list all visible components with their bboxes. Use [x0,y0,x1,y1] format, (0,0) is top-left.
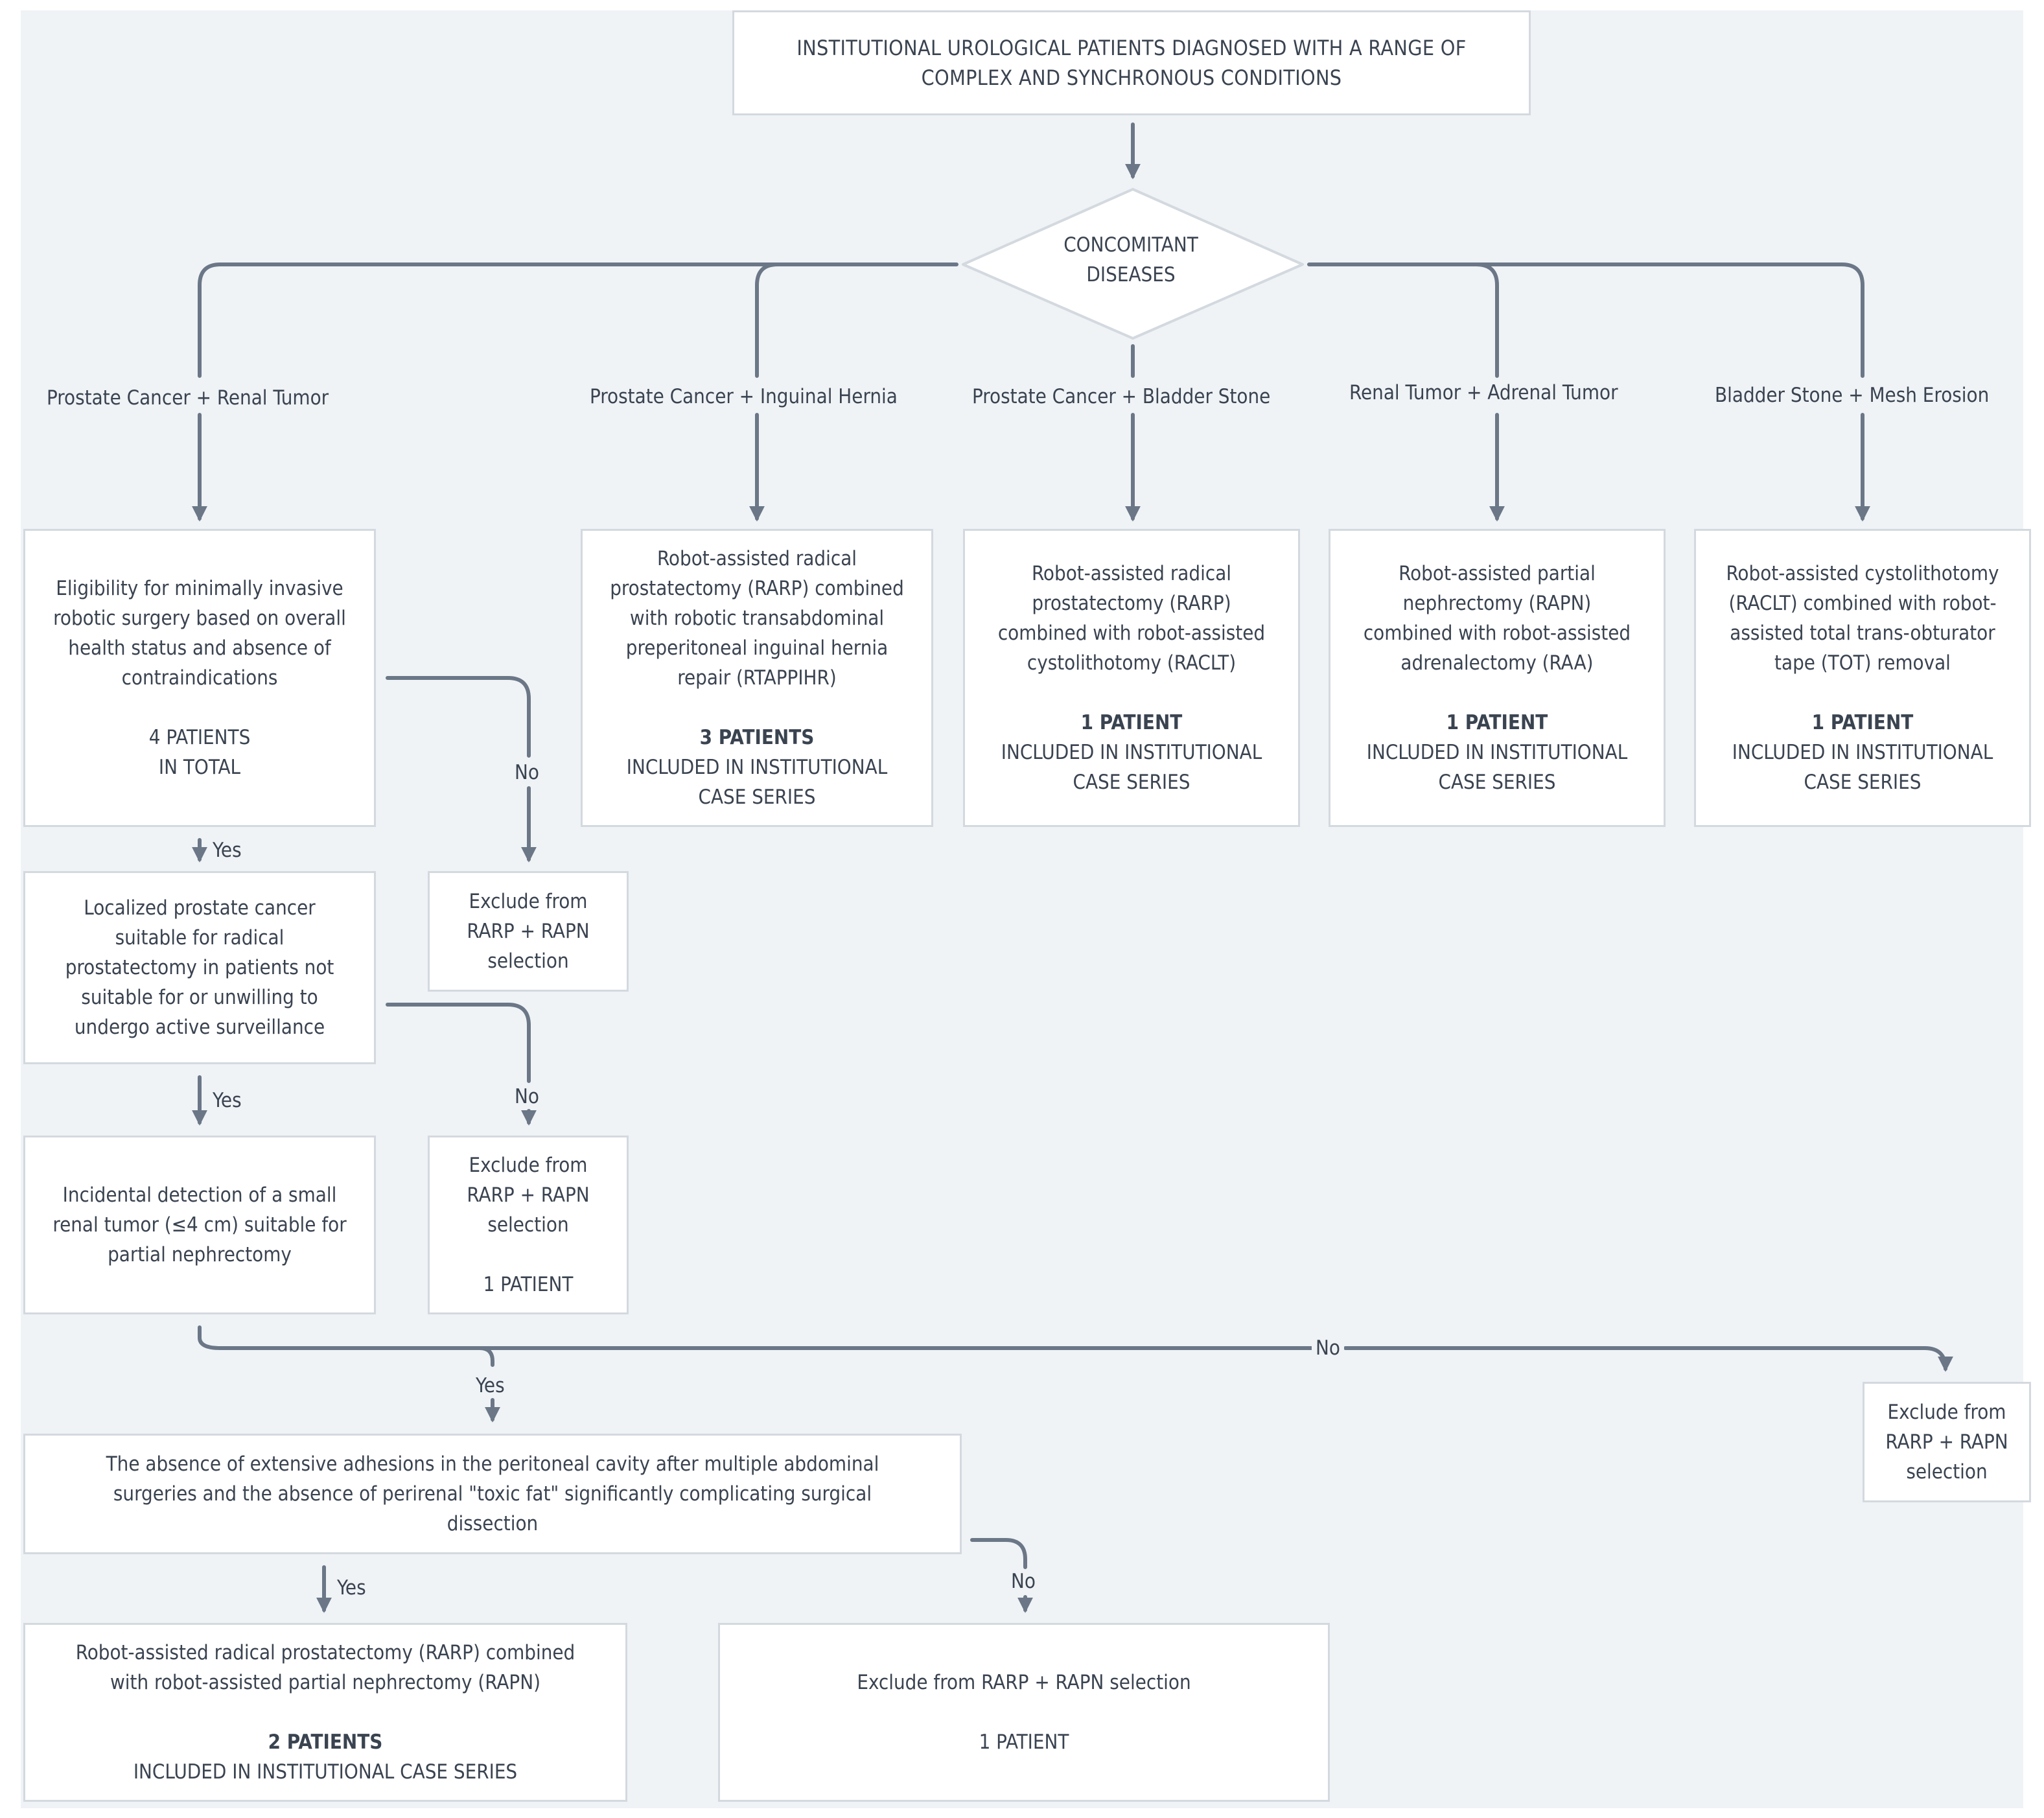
branch-label-bladder-mesh: Bladder Stone + Mesh Erosion [1711,382,1993,408]
title-box: INSTITUTIONAL UROLOGICAL PATIENTS DIAGNO… [732,10,1531,115]
exclude-text: Exclude from RARP + RAPN selection [467,890,590,973]
branch-label-prostate-renal: Prostate Cancer + Renal Tumor [43,385,333,411]
connector-branch-renal [198,262,958,378]
connector-branch-hernia [755,262,780,378]
edge-label-yes: Yes [337,1576,366,1600]
criteria-text: The absence of extensive adhesions in th… [106,1452,879,1535]
criteria-text: Incidental detection of a small renal tu… [52,1183,347,1266]
title-text: INSTITUTIONAL UROLOGICAL PATIENTS DIAGNO… [796,36,1467,90]
connector-criteria-4-no [970,1538,1027,1569]
inclusion-status: INCLUDED IN INSTITUTIONAL CASE SERIES [1732,741,1993,794]
procedure-text: Robot-assisted radical prostatectomy (RA… [610,547,904,690]
branch-label-renal-adrenal: Renal Tumor + Adrenal Tumor [1345,380,1622,406]
patient-count: 2 PATIENTS [268,1731,383,1754]
criteria-text: Eligibility for minimally invasive robot… [53,577,346,690]
exclude-text: Exclude from RARP + RAPN selection [1885,1401,2008,1484]
final-procedure-text: Robot-assisted radical prostatectomy (RA… [75,1641,575,1694]
procedure-text: Robot-assisted radical prostatectomy (RA… [997,562,1266,675]
edge-label-yes: Yes [476,1374,505,1397]
exclude-text: Exclude from RARP + RAPN selection [857,1671,1191,1694]
inclusion-status: INCLUDED IN INSTITUTIONAL CASE SERIES [1001,741,1262,794]
connector-criteria-3-yes [478,1346,494,1367]
patient-total: 4 PATIENTS IN TOTAL [148,726,251,779]
branch-label-prostate-hernia: Prostate Cancer + Inguinal Hernia [586,384,901,410]
exclude-box-1: Exclude from RARP + RAPN selection [428,871,629,992]
procedure-text: Robot-assisted cystolithotomy (RACLT) co… [1726,562,1999,675]
edge-label-no: No [1312,1335,1344,1361]
connector-criteria-2-no [386,1003,531,1083]
patient-count: 1 PATIENT [483,1273,574,1296]
decision-diamond [962,188,1304,340]
exclude-box-3: Exclude from RARP + RAPN selection [1863,1382,2031,1502]
edge-label-yes: Yes [213,839,242,862]
inclusion-status: INCLUDED IN INSTITUTIONAL CASE SERIES [1366,741,1628,794]
edge-label-yes: Yes [213,1089,242,1112]
connector-criteria-3-no [1343,1346,1953,1372]
exclude-box-4: Exclude from RARP + RAPN selection 1 PAT… [718,1623,1330,1802]
connector-criteria-1-no [386,676,531,758]
decision-label: CONCOMITANT DISEASES [1063,233,1198,286]
edge-label-no: No [1011,1570,1036,1593]
criteria-text: Localized prostate cancer suitable for r… [65,896,334,1039]
inclusion-status: INCLUDED IN INSTITUTIONAL CASE SERIES [626,756,888,809]
patient-count: 1 PATIENT [979,1731,1069,1754]
criteria-box-eligibility: Eligibility for minimally invasive robot… [23,529,376,827]
procedure-box-mesh-erosion: Robot-assisted cystolithotomy (RACLT) co… [1694,529,2031,827]
connector-branch-adrenal-split [1474,262,1499,378]
exclude-text: Exclude from RARP + RAPN selection [467,1154,590,1237]
branch-label-prostate-bladder: Prostate Cancer + Bladder Stone [968,384,1275,410]
inclusion-status: INCLUDED IN INSTITUTIONAL CASE SERIES [133,1760,518,1784]
edge-label-no: No [515,1085,539,1108]
procedure-box-hernia: Robot-assisted radical prostatectomy (RA… [581,529,933,827]
criteria-box-localized-cancer: Localized prostate cancer suitable for r… [23,871,376,1064]
procedure-text: Robot-assisted partial nephrectomy (RAPN… [1363,562,1631,675]
edge-label-no: No [515,761,539,784]
patient-count: 1 PATIENT [1446,711,1548,734]
patient-count: 3 PATIENTS [699,726,815,749]
criteria-box-adhesions: The absence of extensive adhesions in th… [23,1434,962,1554]
procedure-box-bladder-stone: Robot-assisted radical prostatectomy (RA… [963,529,1300,827]
procedure-box-adrenal: Robot-assisted partial nephrectomy (RAPN… [1329,529,1666,827]
criteria-box-renal-tumor: Incidental detection of a small renal tu… [23,1136,376,1314]
patient-count: 1 PATIENT [1811,711,1914,734]
final-result-box: Robot-assisted radical prostatectomy (RA… [23,1623,627,1802]
exclude-box-2: Exclude from RARP + RAPN selection 1 PAT… [428,1136,629,1314]
connector-branch-adrenal [1307,262,1864,378]
patient-count: 1 PATIENT [1080,711,1183,734]
connector-criteria-3-split [198,1325,1316,1350]
